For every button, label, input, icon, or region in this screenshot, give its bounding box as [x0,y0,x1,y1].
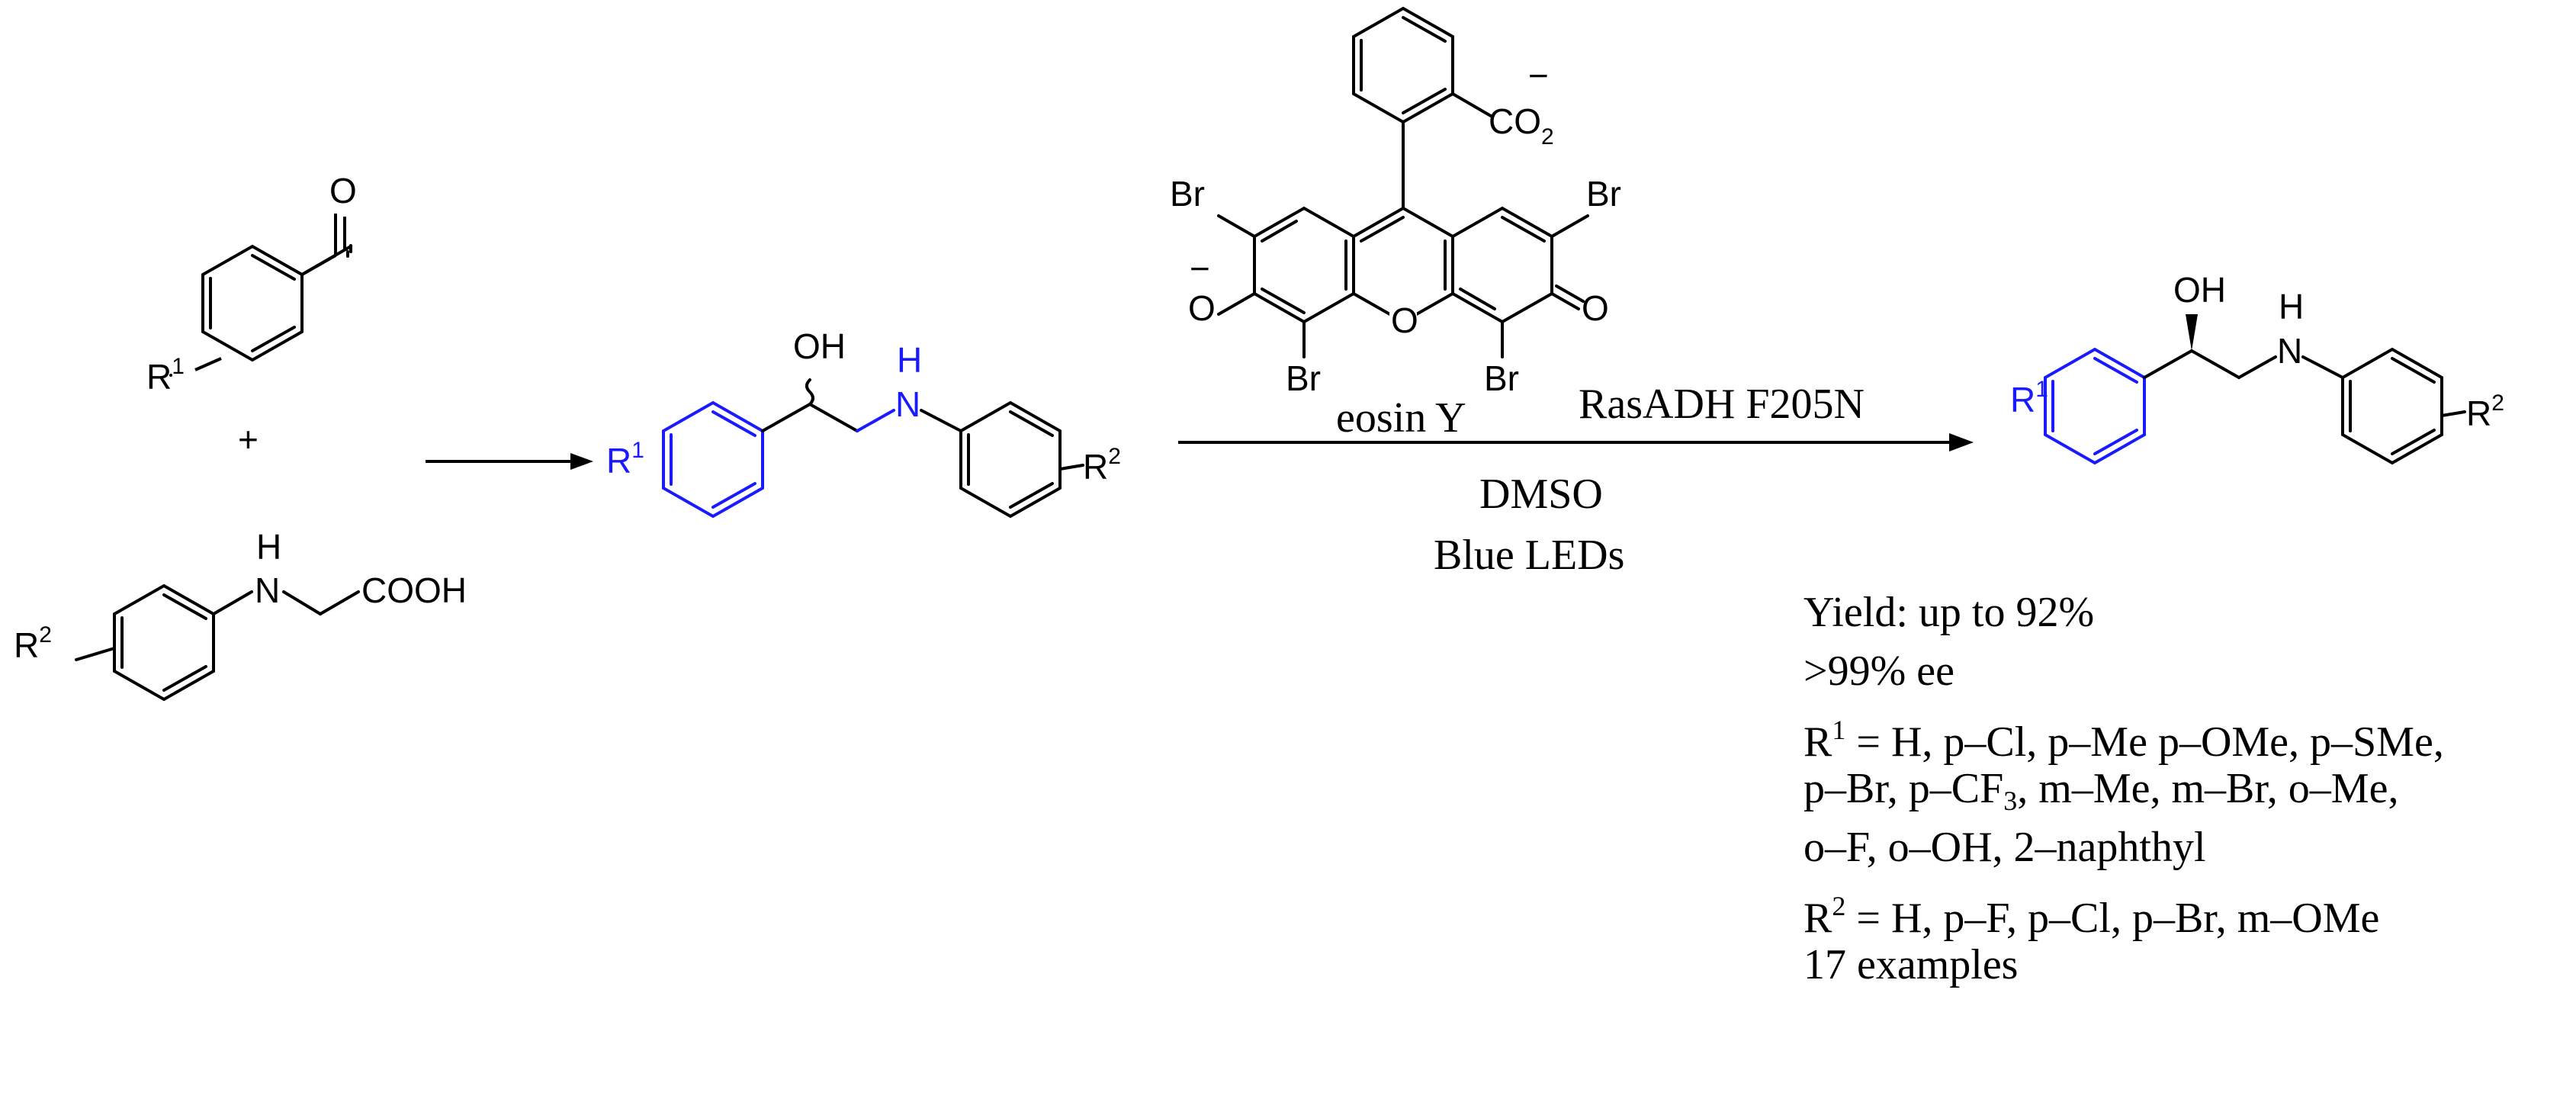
glycine-r2-label: R2 [14,622,52,665]
eosin-carboxylate-label: CO2 [1489,101,1554,149]
product-n-label: N [2277,331,2302,371]
intermediate-h-label: H [897,340,922,380]
product-r2-label: R2 [2466,390,2504,433]
product-h-label: H [2279,287,2304,326]
r1-scope-line-1: R1 = H, p–Cl, p–Me p–OMe, p–SMe, [1804,715,2444,766]
eosin-br-top-left: Br [1170,174,1205,214]
catalyst-name: eosin Y [1336,394,1466,442]
aryl-glycine-structure [75,583,360,702]
reaction-arrow-1 [426,453,593,470]
eosin-br-bottom-right: Br [1484,358,1519,398]
eosin-phenoxide-charge: − [1190,249,1210,288]
intermediate-structure [662,378,1084,519]
glycine-n-label: N [255,570,280,610]
glycine-cooh-label: COOH [361,570,467,610]
r1-scope-line-3: o–F, o–OH, 2–naphthyl [1804,824,2206,871]
yield-note: Yield: up to 92% [1804,589,2095,636]
eosin-ring-oxygen-mask [1389,305,1417,336]
solvent-label: DMSO [1479,471,1603,518]
eosin-br-bottom-left: Br [1286,358,1321,398]
r1-scope-line-2: p–Br, p–CF3, m–Me, m–Br, o–Me, [1804,765,2399,816]
intermediate-n-label: N [895,384,920,424]
ee-note: >99% ee [1804,648,1954,695]
r2-scope-line: R2 = H, p–F, p–Cl, p–Br, m–OMe [1804,891,2380,942]
intermediate-r2-label: R2 [1083,444,1121,487]
product-oh-label: OH [2173,270,2226,310]
aldehyde-o-label: O [329,171,357,210]
aldehyde-r1-bond [194,357,222,371]
glycine-h-label: H [256,527,281,567]
eosin-phenoxide-oxygen: O [1188,288,1216,328]
eosin-carboxylate-charge: − [1528,56,1549,95]
eosin-ring-oxygen: O [1391,300,1418,340]
benzaldehyde-structure [169,244,352,377]
eosin-br-top-right: Br [1586,174,1621,214]
enzyme-label: RasADH F205N [1579,381,1865,428]
intermediate-oh-label: OH [793,326,846,366]
scope-notes: Yield: up to 92% >99% ee R1 = H, p–Cl, p… [1804,583,2444,995]
eosin-carbonyl-oxygen: O [1582,288,1609,328]
plus-sign: + [238,419,259,459]
light-source-label: Blue LEDs [1434,532,1624,579]
aldehyde-r1-label: R1 [146,354,185,397]
product-stereo-hash-bond [2186,314,2198,351]
product-structure [2044,347,2466,465]
aldehyde-group [301,214,346,276]
reaction-arrow-2 [1178,433,1974,451]
intermediate-r1-label: R1 [606,438,644,480]
examples-count: 17 examples [1804,941,2019,988]
eosin-y-structure [1217,6,1589,358]
product-r1-label: R1 [2010,377,2048,419]
